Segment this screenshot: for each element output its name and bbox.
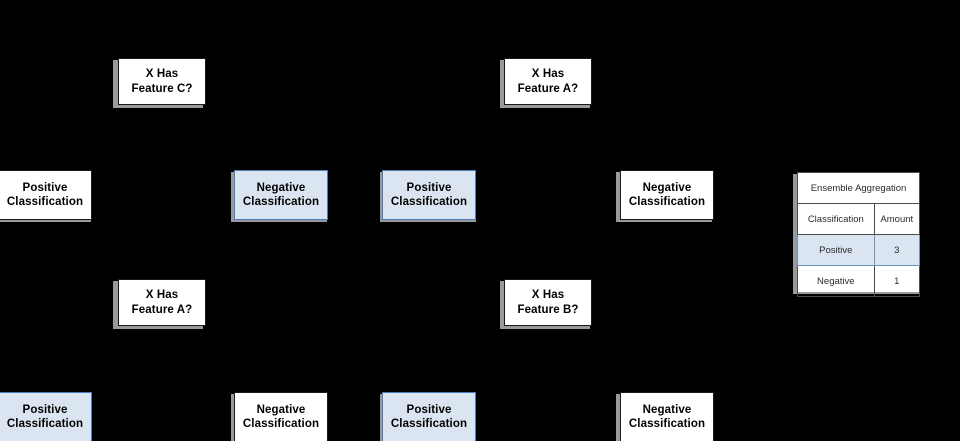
- table-row[interactable]: Negative 1: [797, 265, 921, 297]
- node-t3-root[interactable]: X Has Feature A?: [504, 58, 592, 105]
- aggregation-row-positive-amount: 3: [873, 234, 921, 266]
- aggregation-row-negative-label: Negative: [797, 265, 875, 297]
- aggregation-col-amount: Amount: [873, 203, 921, 235]
- node-t2-root[interactable]: X Has Feature A?: [118, 279, 206, 326]
- node-t3-left-positive[interactable]: Positive Classification: [382, 170, 476, 220]
- node-t1-root[interactable]: X Has Feature C?: [118, 58, 206, 105]
- node-t2-right-negative[interactable]: Negative Classification: [234, 392, 328, 441]
- aggregation-row-positive-label: Positive: [797, 234, 875, 266]
- node-t3-right-negative[interactable]: Negative Classification: [620, 170, 714, 220]
- aggregation-title: Ensemble Aggregation: [797, 172, 920, 204]
- node-t4-left-positive[interactable]: Positive Classification: [382, 392, 476, 441]
- aggregation-title-row: Ensemble Aggregation: [797, 172, 920, 204]
- aggregation-col-classification: Classification: [797, 203, 875, 235]
- node-t4-root[interactable]: X Has Feature B?: [504, 279, 592, 326]
- aggregation-row-negative-amount: 1: [873, 265, 921, 297]
- node-t1-right-negative[interactable]: Negative Classification: [234, 170, 328, 220]
- node-t4-right-negative[interactable]: Negative Classification: [620, 392, 714, 441]
- aggregation-header-row: Classification Amount: [797, 203, 921, 235]
- ensemble-aggregation-table: Ensemble Aggregation Classification Amou…: [797, 172, 921, 297]
- node-t2-left-positive[interactable]: Positive Classification: [0, 392, 92, 441]
- table-row[interactable]: Positive 3: [797, 234, 921, 266]
- node-t1-left-positive[interactable]: Positive Classification: [0, 170, 92, 220]
